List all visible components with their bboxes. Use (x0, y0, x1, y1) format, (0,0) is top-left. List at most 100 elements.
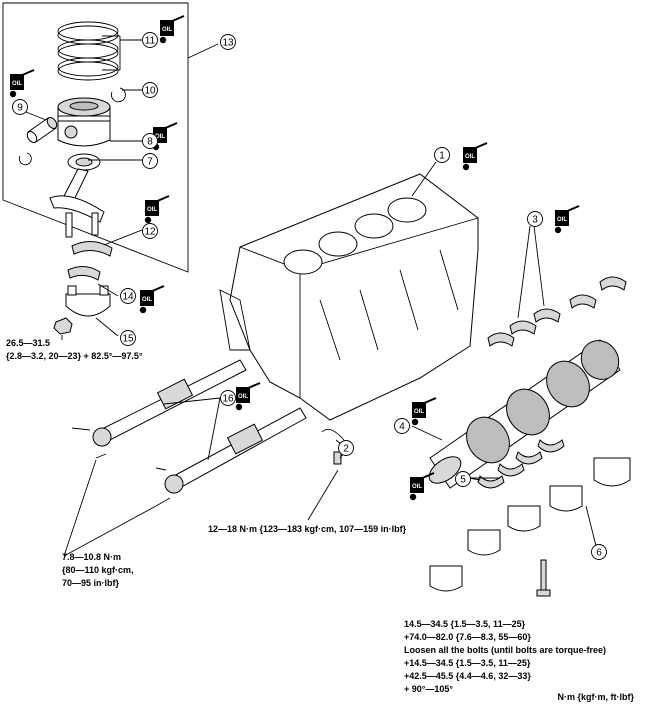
main-bearing-torque-line-4: +14.5—34.5 {1.5—3.5, 11—25} (404, 658, 531, 668)
conrod-torque-line-1: 26.5—31.5 (6, 338, 50, 348)
piston-rings (57, 21, 119, 81)
oil-label: OIL (147, 207, 157, 213)
callout-number: 8 (147, 137, 153, 148)
callout-circle (220, 34, 236, 50)
oil-can-icon: OIL (144, 195, 170, 224)
callout-number: 1 (439, 151, 445, 162)
callout-circle (12, 99, 28, 115)
callout-10: 10 (142, 82, 158, 98)
oil-label: OIL (12, 81, 22, 87)
callout-number: 5 (460, 475, 466, 486)
callout-circle (142, 153, 158, 169)
torque-specs: 26.5—31.5 {2.8—3.2, 20—23} + 82.5°—97.5°… (6, 338, 634, 702)
conrod-bearing-upper (71, 241, 113, 257)
callout-8: 8 (142, 133, 158, 149)
callout-number: 14 (122, 292, 134, 303)
main-bearing-torque-line-5: +42.5—45.5 {4.4—4.6, 32—33} (404, 671, 531, 681)
oil-can-icon: OIL (139, 285, 165, 314)
callout-1: 1 (434, 147, 450, 163)
callout-number: 10 (144, 86, 156, 97)
callout-circle (591, 544, 607, 560)
callout-number: 4 (399, 422, 405, 433)
callout-3: 3 (527, 211, 543, 227)
conrod-nut (53, 317, 73, 335)
callout-12: 12 (142, 223, 158, 239)
callout-leaders (25, 35, 598, 557)
conrod-torque-line-2: {2.8—3.2, 20—23} + 82.5°—97.5° (6, 351, 143, 361)
oil-label: OIL (162, 27, 172, 33)
oil-label: OIL (142, 297, 152, 303)
oil-label: OIL (465, 154, 475, 160)
main-bearing-torque-line-6: + 90°—105° (404, 684, 453, 694)
callout-14: 14 (120, 288, 136, 304)
callout-7: 7 (142, 153, 158, 169)
main-bearings-upper (487, 276, 627, 347)
callout-number: 2 (343, 444, 349, 455)
callout-circle (394, 418, 410, 434)
units-legend: N·m {kgf·m, ft·lbf} (558, 692, 635, 702)
callout-circle (338, 440, 354, 456)
conrod-bearing-lower (67, 266, 101, 281)
oil-can-icon: OIL (411, 397, 437, 426)
callout-15: 15 (120, 330, 136, 346)
oil-can-icon: OIL (409, 472, 435, 501)
balancer-torque-line-3: 70—95 in·lbf} (62, 578, 120, 588)
oil-jet-torque: 12—18 N·m {123—183 kgf·cm, 107—159 in·lb… (208, 524, 407, 534)
callout-number: 12 (144, 227, 156, 238)
callout-9: 9 (12, 99, 28, 115)
main-bearing-bolt (536, 559, 551, 597)
callout-number: 7 (147, 157, 153, 168)
callout-number: 16 (222, 394, 234, 405)
piston-assembly-frame (2, 2, 189, 273)
oil-label: OIL (155, 134, 165, 140)
callout-circle (142, 223, 158, 239)
callout-5: 5 (455, 471, 471, 487)
balancer-torque-line-1: 7.8—10.8 N·m (62, 552, 121, 562)
oil-jet (321, 428, 345, 465)
oil-label: OIL (238, 394, 248, 400)
callout-circle (527, 211, 543, 227)
balancer-shaft-upper (92, 359, 247, 447)
callout-2: 2 (338, 440, 354, 456)
crankshaft (428, 339, 621, 489)
main-bearing-torque-line-2: +74.0—82.0 {7.6—8.3, 55—60} (404, 632, 531, 642)
callout-11: 11 (142, 32, 158, 48)
conrod-cap (65, 285, 111, 317)
callout-circle (220, 390, 236, 406)
cylinder-block (219, 173, 479, 421)
callout-circle (142, 133, 158, 149)
snap-ring-left (18, 152, 32, 166)
balancer-torque-line-2: {80—110 kgf·cm, (62, 565, 134, 575)
callout-number: 15 (122, 334, 134, 345)
main-bearings-lower (477, 439, 565, 489)
connecting-rod (49, 153, 105, 238)
callout-number: 11 (145, 36, 156, 47)
oil-can-icon: OIL (235, 382, 261, 411)
callout-16: 16 (220, 390, 236, 406)
callout-13: 13 (220, 34, 236, 50)
callout-circle (142, 32, 158, 48)
callout-6: 6 (591, 544, 607, 560)
oil-can-icon: OIL (462, 142, 488, 171)
main-bearing-caps (429, 457, 631, 592)
main-bearing-torque-line-3: Loosen all the bolts (until bolts are to… (404, 645, 606, 655)
piston-pin (26, 117, 58, 143)
oil-label: OIL (557, 217, 567, 223)
callout-number: 13 (222, 38, 234, 49)
callout-circle (455, 471, 471, 487)
callout-circle (120, 288, 136, 304)
oil-can-icon: OIL (9, 69, 35, 98)
piston (57, 97, 111, 147)
oil-can-icon: OIL (159, 15, 185, 44)
callout-circle (434, 147, 450, 163)
callout-circle (142, 82, 158, 98)
oil-label: OIL (412, 484, 422, 490)
callout-number: 6 (596, 548, 602, 559)
main-bearing-torque-line-1: 14.5—34.5 {1.5—3.5, 11—25} (404, 619, 526, 629)
balancer-bolts (71, 427, 171, 507)
callout-number: 9 (17, 103, 23, 114)
oil-can-icon: OIL (554, 205, 580, 234)
